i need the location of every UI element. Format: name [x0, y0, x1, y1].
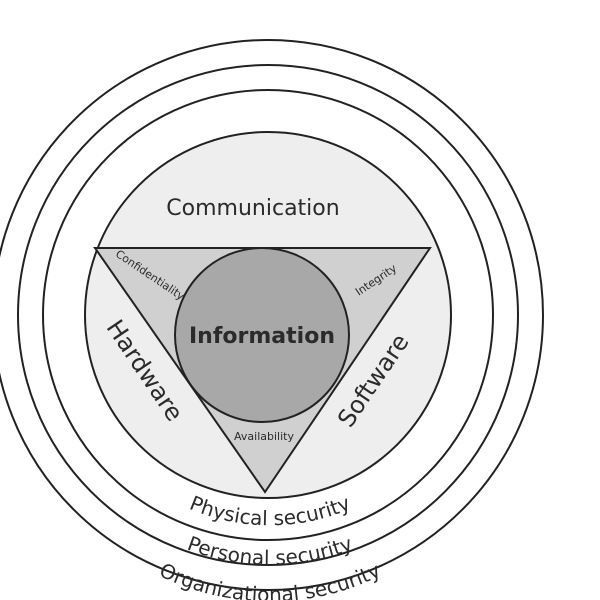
information-circle	[174, 247, 350, 423]
communication-label: Communication	[166, 196, 339, 221]
information-label: Information	[189, 324, 335, 349]
availability-label: Availability	[234, 430, 294, 443]
